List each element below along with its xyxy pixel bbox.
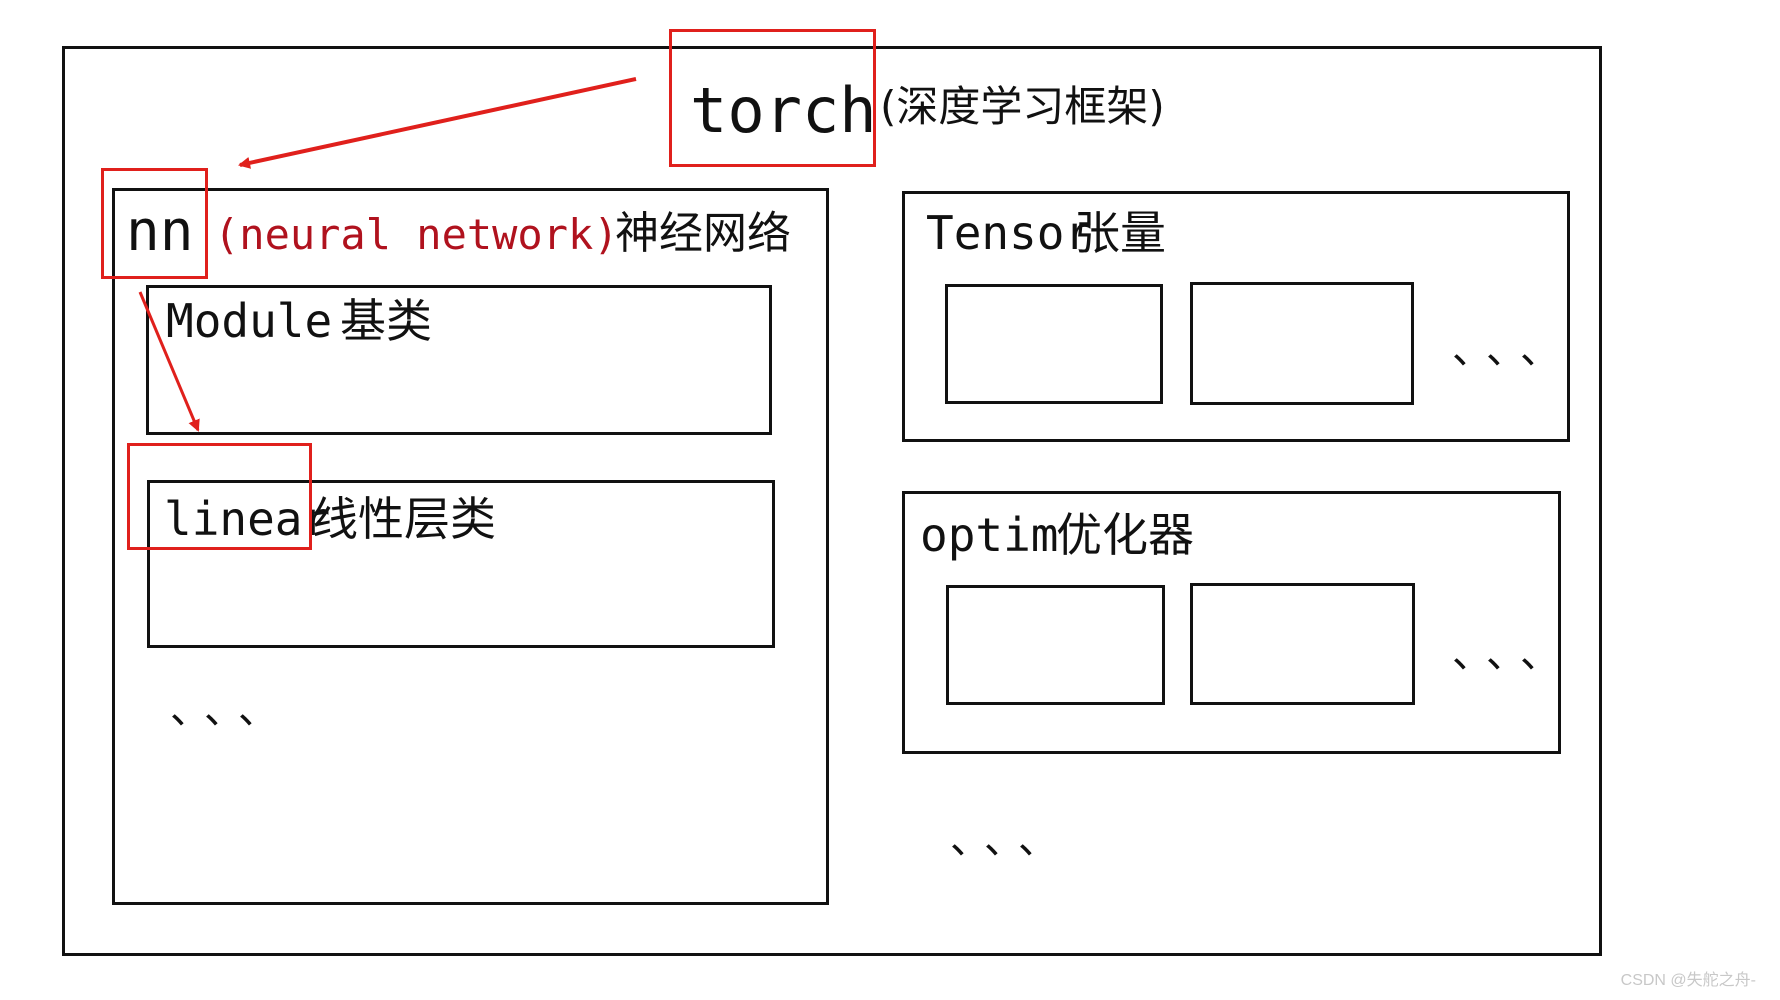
- nn-label: nn: [126, 199, 194, 264]
- nn-description: 神经网络: [615, 208, 791, 259]
- tensor-frame: [902, 191, 1570, 442]
- watermark: CSDN @失舵之舟-: [1620, 972, 1756, 989]
- nn-highlight-box: [101, 168, 208, 279]
- optim-more-ellipsis: 、、、: [1452, 631, 1574, 677]
- torch-more-ellipsis: 、、、: [950, 817, 1072, 863]
- optim-item-box: [1190, 583, 1415, 705]
- linear-label: linear: [164, 492, 331, 546]
- torch-frame: [62, 46, 1602, 956]
- linear-description: 线性层类: [312, 492, 496, 546]
- module-label: Module: [166, 294, 333, 348]
- module-description: 基类: [340, 294, 432, 348]
- tensor-item-box: [945, 284, 1163, 404]
- tensor-label: Tensor: [926, 206, 1093, 260]
- optim-frame: [902, 491, 1561, 754]
- nn-frame: [112, 188, 829, 905]
- linear-box: [147, 480, 775, 648]
- optim-label: optim: [920, 508, 1059, 562]
- optim-item-box: [946, 585, 1165, 705]
- nn-more-ellipsis: 、、、: [170, 687, 292, 733]
- optim-description: 优化器: [1056, 508, 1194, 562]
- tensor-description: 张量: [1074, 206, 1166, 260]
- linear-highlight-box: [127, 443, 312, 550]
- torch-label: torch: [690, 74, 877, 147]
- nn-expansion: (neural network): [214, 210, 619, 259]
- tensor-more-ellipsis: 、、、: [1452, 327, 1574, 373]
- torch-highlight-box: [669, 29, 876, 167]
- torch-description: (深度学习框架): [880, 82, 1165, 131]
- tensor-item-box: [1190, 282, 1414, 405]
